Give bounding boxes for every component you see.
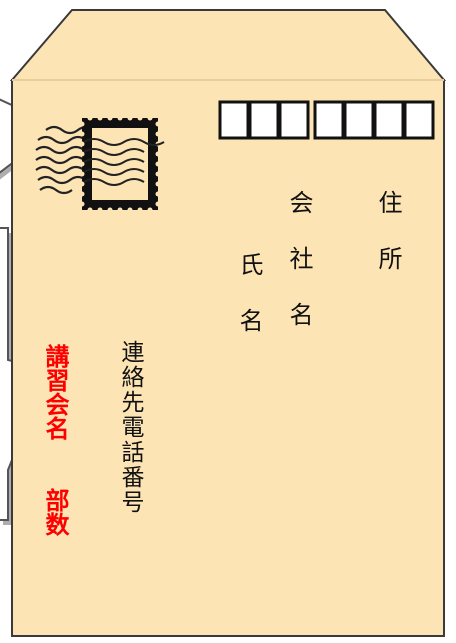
contact-phone-label: 連絡先電話番号 <box>117 340 143 515</box>
postal-code-box <box>343 100 375 140</box>
postal-code-box <box>278 100 310 140</box>
postal-code-box <box>373 100 405 140</box>
person-name-label: 氏名 <box>235 252 263 364</box>
postal-code-box <box>403 100 435 140</box>
postage-stamp-icon <box>79 115 165 213</box>
postal-code-box <box>248 100 280 140</box>
company-name-label: 会社名 <box>285 190 313 358</box>
envelope-flap <box>9 9 447 81</box>
postal-code-box <box>313 100 345 140</box>
postal-code-boxes <box>218 100 435 140</box>
envelope-body <box>11 79 445 637</box>
address-label: 住所 <box>374 190 402 302</box>
envelope <box>9 9 447 637</box>
postal-code-box <box>218 100 250 140</box>
course-name-label: 講習会名 <box>41 344 69 440</box>
copies-label: 部数 <box>41 488 69 536</box>
